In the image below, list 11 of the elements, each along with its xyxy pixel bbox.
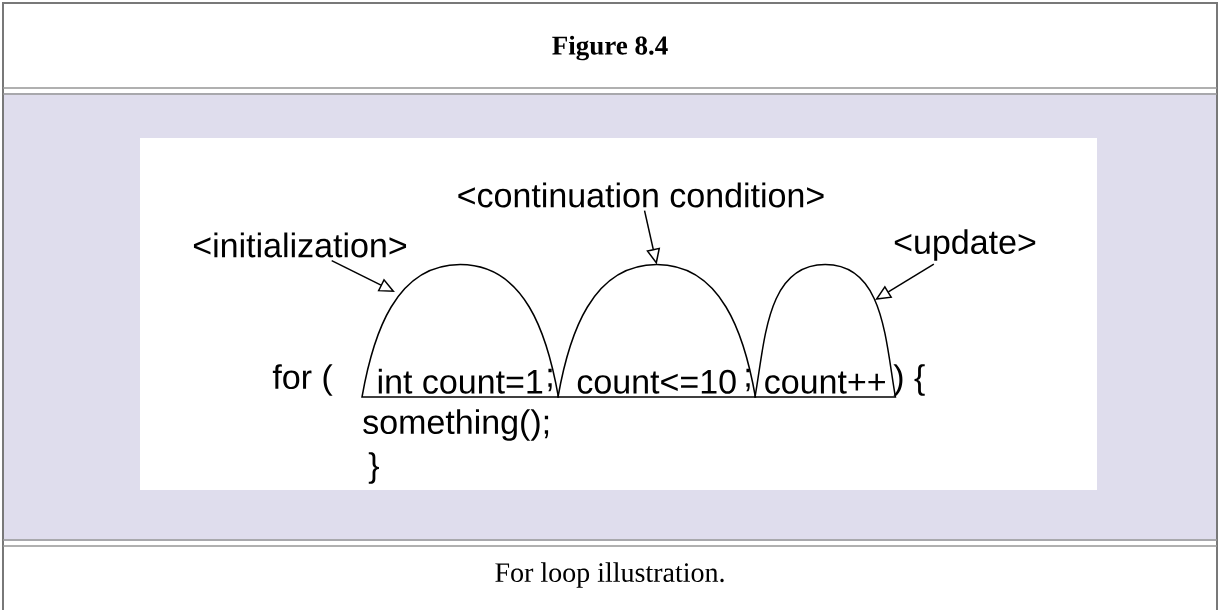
code-text: ; [548,368,552,392]
arrow [875,263,935,300]
code-text: ; [746,368,750,392]
title: Figure 8.4 [552,35,668,61]
arrow [330,259,395,292]
annotation-label: <update> [894,229,1036,261]
annotation-label: <initialization> [193,232,407,258]
annotation-label: <continuation condition> [458,182,824,208]
code-text: } [368,452,379,484]
code-text: something(); [363,409,549,441]
caption: For loop illustration. [495,562,724,588]
